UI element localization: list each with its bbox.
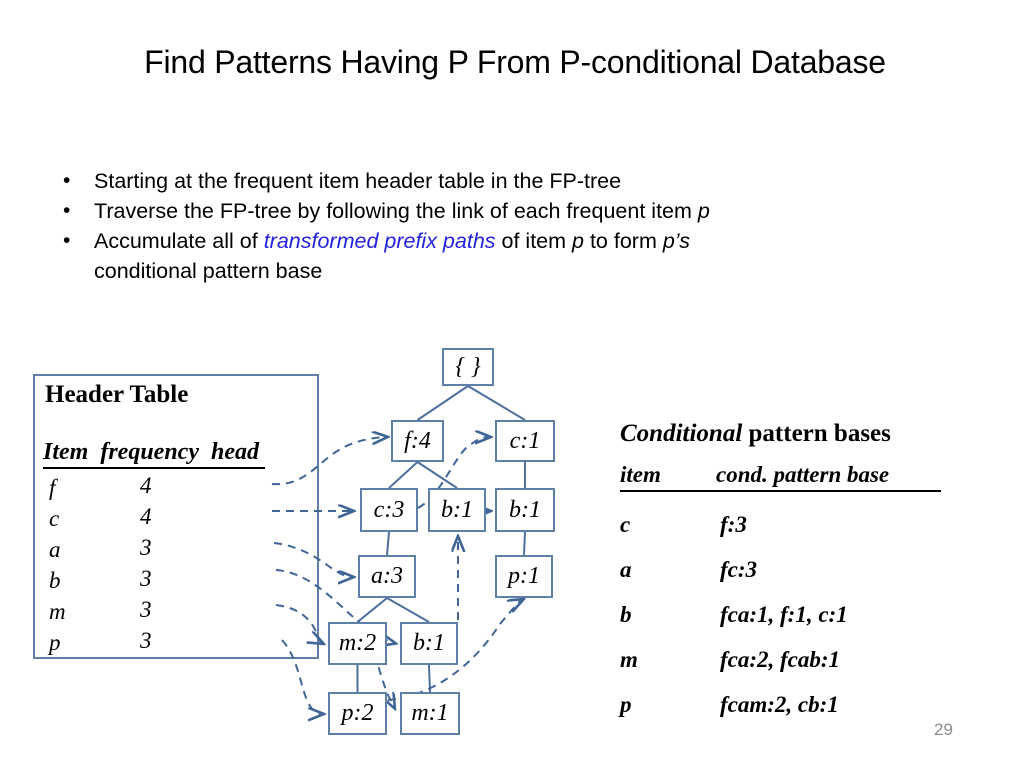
cpb-base-a: fc:3 [720,557,758,582]
cpb-title: Conditional pattern bases [620,420,891,448]
bullet-text-2a: Traverse the FP-tree by following the li… [94,199,698,223]
cpb-base-m: fca:2, fcab:1 [720,647,841,672]
slide-number: 29 [934,720,953,739]
header-table-item-b: b [49,568,61,593]
tree-edge-a3-m2 [356,597,388,623]
cpb-item-m: m [620,647,638,672]
bullet-dot-icon: • [63,229,71,252]
cpb-item-c: c [620,512,631,537]
tree-edge-c3-a3 [386,531,390,556]
fp-tree-node-a3: a:3 [358,555,416,598]
cpb-header-item: item [620,462,716,492]
bullet-text-3d: p [572,229,584,253]
tree-edge-root-f4 [416,385,469,421]
tree-edge-b1r-p1 [523,531,526,556]
fp-tree-node-m1: m:1 [400,692,460,735]
header-table-item-a: a [49,537,61,562]
bullet-item-1: • Starting at the frequent item header t… [56,166,936,196]
bullet-text-3f: p’s [662,229,690,253]
bullet-text-1: Starting at the frequent item header tab… [94,169,622,193]
header-table-item-f: f [49,475,56,500]
header-table-frequency-f: 4 [140,473,152,498]
fp-tree-node-b1r: b:1 [495,488,555,532]
cpb-item-a: a [620,557,632,582]
fp-tree-node-f4: f:4 [391,420,444,462]
header-table-item-c: c [49,506,60,531]
fp-tree-node-p2: p:2 [328,692,387,735]
cpb-base-p: fcam:2, cb:1 [720,692,839,717]
cpb-base-b: fca:1, f:1, c:1 [720,602,848,627]
bullet-dot-icon: • [63,199,71,222]
fp-tree-node-b1l: b:1 [400,622,458,665]
cpb-header-base: cond. pattern base [716,462,941,492]
bullet-text-2b: p [697,199,710,223]
bullet-highlight-transformed-prefix-paths: transformed prefix paths [263,229,496,253]
bullet-text-3e: to form [583,229,663,253]
cpb-item-p: p [620,692,632,717]
bullet-item-2: • Traverse the FP-tree by following the … [56,196,936,226]
header-table-frequency-b: 3 [140,566,152,591]
tree-edge-root-c1 [467,385,526,421]
bullet-text-3c: of item [495,229,573,253]
header-table-title: Header Table [45,381,189,408]
tree-edge-f4-b1m [416,461,458,489]
tree-edge-a3-b1l [386,597,430,623]
header-table-item-p: p [49,630,61,655]
header-table-frequency-c: 4 [140,504,152,529]
fp-tree-node-b1m: b:1 [428,488,486,532]
header-table-item-m: m [49,599,66,624]
header-table-frequency-m: 3 [140,597,152,622]
cpb-title-rest: pattern bases [742,420,891,447]
fp-tree-node-c3: c:3 [360,488,418,532]
fp-tree-node-c1: c:1 [495,420,555,462]
slide-title: Find Patterns Having P From P-conditiona… [144,44,886,80]
header-table-frequency-p: 3 [140,628,152,653]
bullet-item-3: • Accumulate all of transformed prefix p… [56,226,936,286]
bullet-text-3-wrap: conditional pattern base [94,259,323,283]
cpb-title-italic: Conditional [620,420,743,447]
bullet-dot-icon: • [63,169,71,192]
fp-tree-node-m2: m:2 [328,622,387,665]
header-table-frequency-a: 3 [140,535,152,560]
bullet-text-3a: Accumulate all of [94,229,264,253]
cpb-item-b: b [620,602,632,627]
bullet-list: • Starting at the frequent item header t… [56,166,936,286]
fp-tree-node-p1: p:1 [495,555,553,598]
cpb-base-c: f:3 [720,512,747,537]
header-table: Header Table Item frequency head f 4 c 4 a 3 b… [33,374,319,659]
fp-tree-node-root: { } [442,348,494,386]
tree-edge-b1l-m1 [428,664,431,693]
tree-edge-f4-c3 [388,461,419,489]
header-table-column-headers: Item frequency head [43,439,265,469]
